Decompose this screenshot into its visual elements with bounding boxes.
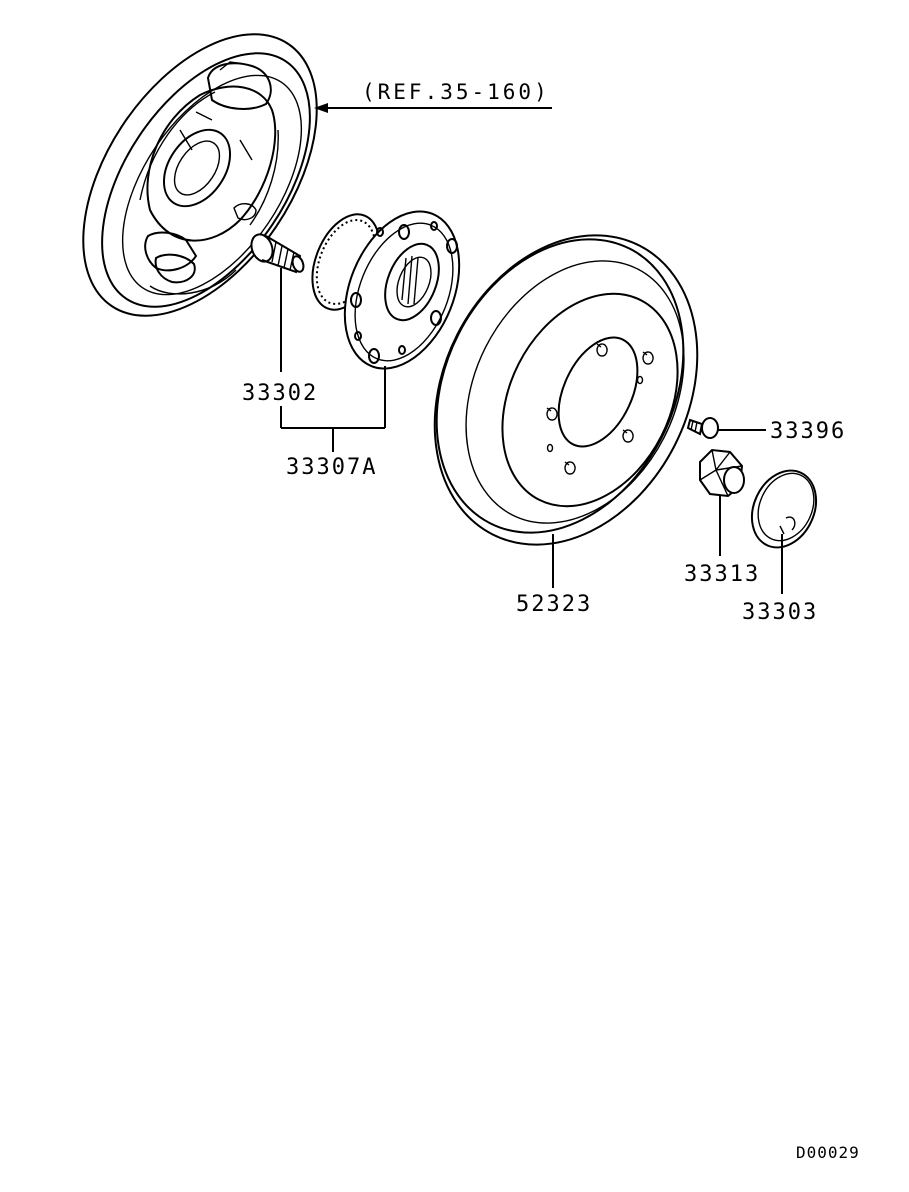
part-label-hub-bolt[interactable]: 33302	[242, 381, 318, 406]
backing-plate[interactable]	[35, 0, 364, 357]
drawing-code: D00029	[796, 1143, 860, 1162]
hub-assembly[interactable]	[299, 194, 480, 385]
hub-bolt[interactable]	[248, 231, 306, 274]
drum-screw[interactable]	[686, 417, 719, 439]
leader-lines	[280, 103, 783, 594]
part-label-hub-assembly[interactable]: 33307A	[286, 455, 377, 480]
hub-cap[interactable]	[740, 460, 828, 558]
part-label-brake-drum[interactable]: 52323	[516, 592, 592, 617]
brake-drum[interactable]	[384, 190, 748, 589]
reference-label: (REF.35-160)	[362, 80, 550, 104]
part-label-hub-cap[interactable]: 33303	[742, 600, 818, 625]
hub-nut[interactable]	[699, 448, 745, 498]
part-label-hub-nut[interactable]: 33313	[684, 562, 760, 587]
part-label-drum-screw[interactable]: 33396	[770, 419, 846, 444]
